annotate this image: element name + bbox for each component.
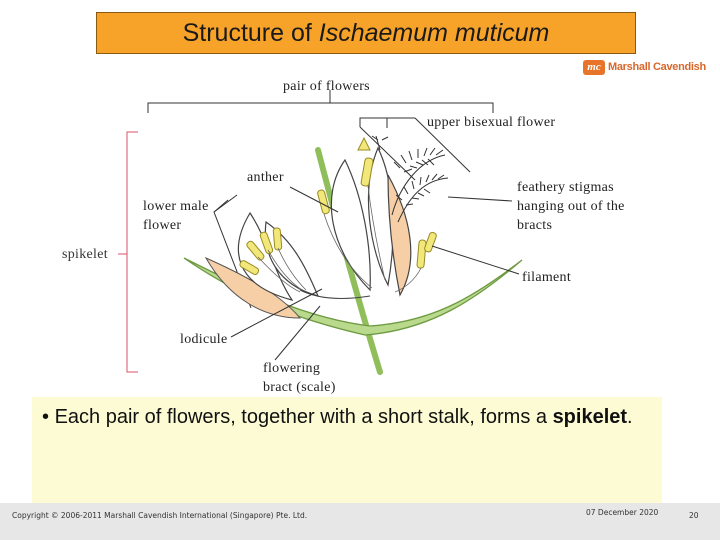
slide-title: Structure of Ischaemum muticum xyxy=(182,18,550,47)
species-name: Ischaemum muticum xyxy=(318,18,550,47)
spikelet-bracket xyxy=(118,131,138,373)
footer-date: 07 December 2020 xyxy=(586,508,659,517)
label-lodicule: lodicule xyxy=(180,332,228,347)
feathery-stigmas xyxy=(371,135,449,223)
upper-flower-bracts xyxy=(330,146,412,297)
footer-copyright: Copyright © 2006-2011 Marshall Cavendish… xyxy=(12,511,308,520)
pair-of-flowers-bracket xyxy=(147,90,494,113)
note-box: • Each pair of flowers, together with a … xyxy=(32,397,662,503)
note-text: • Each pair of flowers, together with a … xyxy=(42,406,633,428)
upper-stalk-base xyxy=(299,289,371,299)
title-banner: Structure of Ischaemum muticum xyxy=(96,12,636,54)
lower-filaments xyxy=(257,247,307,293)
upper-anthers xyxy=(317,157,437,269)
lower-anthers xyxy=(239,227,283,275)
flower-diagram xyxy=(118,90,523,375)
label-filament: filament xyxy=(522,270,572,285)
footer-page-number: 20 xyxy=(689,511,699,520)
label-pair-of-flowers: pair of flowers xyxy=(283,79,370,94)
label-upper-bisexual-flower: upper bisexual flower xyxy=(427,115,556,130)
note-keyword: spikelet xyxy=(552,406,628,428)
logo-text: Marshall Cavendish xyxy=(608,61,706,73)
label-spikelet: spikelet xyxy=(62,247,108,262)
label-flowering-bract: flowering bract (scale) xyxy=(263,361,336,395)
publisher-logo: mc Marshall Cavendish xyxy=(583,58,706,76)
upper-filaments xyxy=(323,185,422,293)
label-anther: anther xyxy=(247,170,284,185)
label-feathery-stigmas: feathery stigmas hanging out of the brac… xyxy=(517,180,625,233)
pointer-lines xyxy=(230,186,520,361)
footer: Copyright © 2006-2011 Marshall Cavendish… xyxy=(0,503,720,540)
label-lower-male-flower: lower male flower xyxy=(143,199,209,233)
logo-mark-icon: mc xyxy=(583,59,605,75)
flowering-bract xyxy=(204,256,302,319)
outer-bract xyxy=(183,257,523,336)
anther-top xyxy=(357,136,371,151)
